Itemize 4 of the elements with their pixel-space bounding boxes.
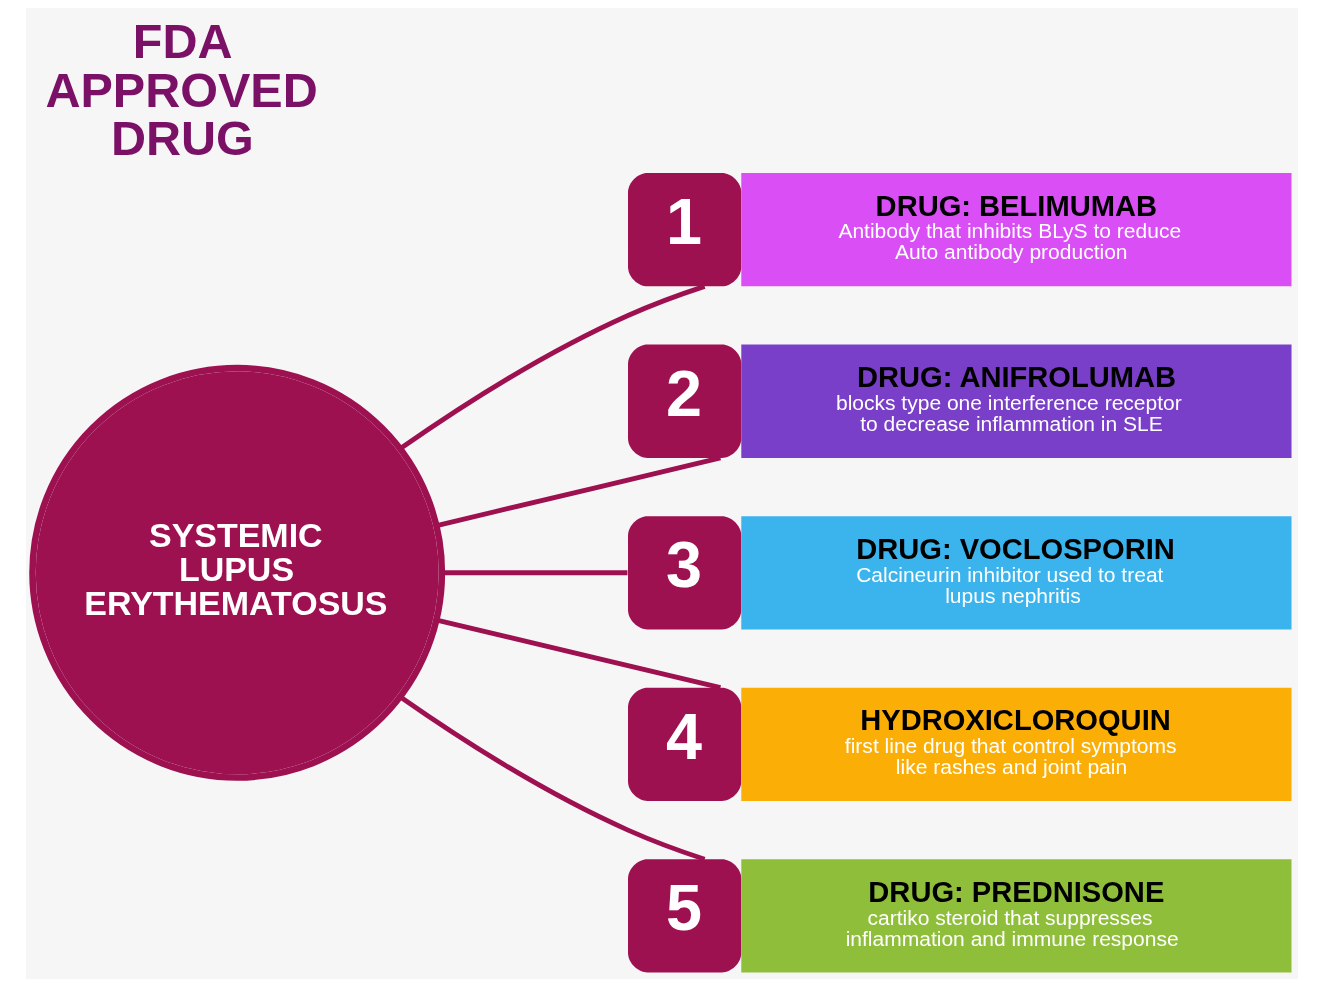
connector (398, 695, 705, 862)
connector (398, 284, 705, 451)
node-circle: SYSTEMIC LUPUS ERYTHEMATOSUS (28, 364, 445, 781)
diagram-title: FDA APPROVED DRUG (44, 14, 318, 166)
